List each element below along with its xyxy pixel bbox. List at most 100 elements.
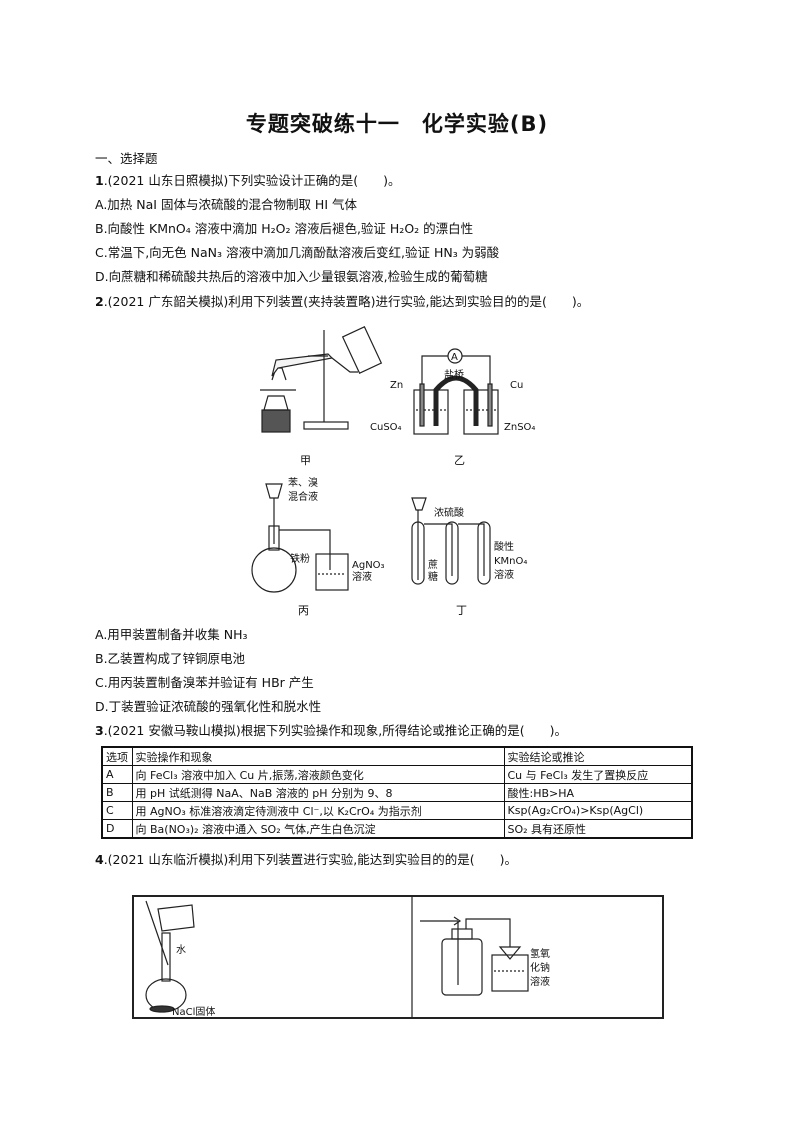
figure-frame <box>132 895 664 1019</box>
delivery-tube <box>331 357 358 373</box>
znso4-label: ZnSO₄ <box>504 422 535 433</box>
beaker-left <box>413 389 449 435</box>
table-cell: B <box>101 783 133 802</box>
flask-neck <box>161 932 171 982</box>
ding-funnel <box>411 497 427 511</box>
q4-apparatus-figure: 水 NaCl固体 氢氧 化钠 溶液 <box>132 895 664 1019</box>
q2-apparatus-figure: 甲 A 盐桥 Zn Cu CuSO₄ ZnSO₄ 乙 苯、溴 混合液 铁粉 Ag… <box>251 326 535 617</box>
table-row: D 向 Ba(NO₃)₂ 溶液中通入 SO₂ 气体,产生白色沉淀 SO₂ 具有还… <box>101 819 693 839</box>
q1-option-b: B.向酸性 KMnO₄ 溶液中滴加 H₂O₂ 溶液后褪色,验证 H₂O₂ 的漂白… <box>95 221 474 236</box>
naoh-label-2: 化钠 <box>530 961 550 974</box>
table-cell: D <box>101 819 133 839</box>
glass-rod <box>145 900 169 966</box>
cu-label: Cu <box>510 380 523 391</box>
question-2-stem: 2.(2021 广东韶关模拟)利用下列装置(夹持装置略)进行实验,能达到实验目的… <box>95 293 589 311</box>
agno3-label-2: 溶液 <box>352 570 372 583</box>
table-cell: SO₂ 具有还原性 <box>503 819 693 839</box>
question-text: 利用下列装置进行实验,能达到实验目的的是( )。 <box>228 852 517 867</box>
label-ding: 丁 <box>456 604 467 617</box>
salt-bridge-label: 盐桥 <box>444 368 464 381</box>
sucrose-label-1: 蔗 <box>428 559 438 571</box>
agno3-label-1: AgNO₃ <box>352 560 385 571</box>
question-number: 2 <box>95 294 104 309</box>
label-yi: 乙 <box>454 454 465 467</box>
stand-base <box>303 421 349 430</box>
benzene-bromine-label-1: 苯、溴 <box>288 476 318 489</box>
table-cell: A <box>101 765 133 784</box>
label-jia: 甲 <box>300 454 311 467</box>
dropping-funnel <box>265 483 283 499</box>
cuso4-label: CuSO₄ <box>370 422 402 433</box>
gas-bottle <box>441 938 483 996</box>
q2-option-c: C.用丙装置制备溴苯并验证有 HBr 产生 <box>95 675 314 690</box>
zn-electrode <box>419 383 425 427</box>
table-cell: Cu 与 FeCl₃ 发生了置换反应 <box>503 765 693 784</box>
table-row: C 用 AgNO₃ 标准溶液滴定待测液中 Cl⁻,以 K₂CrO₄ 为指示剂 K… <box>101 801 693 820</box>
test-tube <box>271 353 334 377</box>
table-cell: Ksp(Ag₂CrO₄)>Ksp(AgCl) <box>503 801 693 820</box>
label-bing: 丙 <box>298 604 309 617</box>
salt-bridge <box>433 375 479 426</box>
question-text: 根据下列实验操作和现象,所得结论或推论正确的是( )。 <box>240 723 567 738</box>
naoh-label-3: 溶液 <box>530 975 550 988</box>
iron-powder-label: 铁粉 <box>290 552 310 565</box>
table-cell: 用 pH 试纸测得 NaA、NaB 溶液的 pH 分别为 9、8 <box>131 783 505 802</box>
collecting-bottle <box>341 326 383 374</box>
q1-option-c: C.常温下,向无色 NaN₃ 溶液中滴加几滴酚酞溶液后变红,验证 HN₃ 为弱酸 <box>95 245 500 260</box>
kmno4-label-3: 溶液 <box>494 568 514 581</box>
ding-tube-3 <box>477 521 491 585</box>
question-source: .(2021 山东日照模拟) <box>103 173 229 188</box>
ding-tubes <box>417 510 485 580</box>
zn-label: Zn <box>390 380 403 391</box>
kmno4-label-1: 酸性 <box>494 540 514 553</box>
q3-results-table: 选项 实验操作和现象 实验结论或推论 A 向 FeCl₃ 溶液中加入 Cu 片,… <box>101 746 693 839</box>
water-label: 水 <box>176 944 186 956</box>
apparatus-bing: 苯、溴 混合液 铁粉 AgNO₃ 溶液 丙 <box>251 476 385 617</box>
ding-tube-2 <box>445 521 459 585</box>
table-cell: 向 FeCl₃ 溶液中加入 Cu 片,振荡,溶液颜色变化 <box>131 765 505 784</box>
beaker-right <box>463 389 499 435</box>
question-number: 3 <box>95 723 104 738</box>
question-number: 4 <box>95 852 104 867</box>
table-cell: 用 AgNO₃ 标准溶液滴定待测液中 Cl⁻,以 K₂CrO₄ 为指示剂 <box>131 801 505 820</box>
table-header: 实验结论或推论 <box>503 746 693 766</box>
q1-option-d: D.向蔗糖和稀硫酸共热后的溶液中加入少量银氨溶液,检验生成的葡萄糖 <box>95 269 488 284</box>
table-header: 实验操作和现象 <box>131 746 505 766</box>
bottle-stopper <box>451 928 473 940</box>
lamp <box>263 395 289 411</box>
table-cell: 酸性:HB>HA <box>503 783 693 802</box>
section-heading: 一、选择题 <box>95 151 158 166</box>
ammeter-label: A <box>451 352 458 363</box>
benzene-bromine-label-2: 混合液 <box>288 490 318 503</box>
question-number: 1 <box>95 173 104 188</box>
question-source: .(2021 山东临沂模拟) <box>103 852 229 867</box>
naoh-beaker <box>491 954 529 992</box>
arrow-head-icon <box>453 916 462 926</box>
question-source: .(2021 安徽马鞍山模拟) <box>103 723 241 738</box>
gas-tubes <box>457 918 511 985</box>
question-source: .(2021 广东韶关模拟) <box>103 294 229 309</box>
round-flask <box>251 547 297 593</box>
naoh-label-1: 氢氧 <box>530 947 550 960</box>
table-row: A 向 FeCl₃ 溶液中加入 Cu 片,振荡,溶液颜色变化 Cu 与 FeCl… <box>101 765 693 784</box>
q2-option-b: B.乙装置构成了锌铜原电池 <box>95 651 246 666</box>
kmno4-label-2: KMnO₄ <box>494 556 527 567</box>
conc-h2so4-label: 浓硫酸 <box>434 506 464 519</box>
table-cell: C <box>101 801 133 820</box>
beaker-pouring <box>157 904 195 932</box>
apparatus-jia: 甲 <box>260 326 383 467</box>
table-header-row: 选项 实验操作和现象 实验结论或推论 <box>101 746 693 766</box>
apparatus-ding: 浓硫酸 蔗 糖 酸性 KMnO₄ 溶液 丁 <box>411 497 527 617</box>
bing-beaker <box>315 553 349 591</box>
wooden-block <box>261 409 291 433</box>
question-4-stem: 4.(2021 山东临沂模拟)利用下列装置进行实验,能达到实验目的的是( )。 <box>95 851 517 869</box>
sucrose-label-2: 糖 <box>428 570 438 583</box>
volumetric-flask-setup: 水 NaCl固体 <box>145 900 215 1018</box>
inverted-funnel <box>498 946 522 960</box>
page-title: 专题突破练十一 化学实验(B) <box>245 112 549 136</box>
nacl-solid-label: NaCl固体 <box>172 1006 215 1018</box>
question-text: 下列实验设计正确的是( )。 <box>228 173 401 188</box>
q2-option-a: A.用甲装置制备并收集 NH₃ <box>95 627 248 642</box>
apparatus-yi: A 盐桥 Zn Cu CuSO₄ ZnSO₄ 乙 <box>370 348 535 467</box>
question-1-stem: 1.(2021 山东日照模拟)下列实验设计正确的是( )。 <box>95 172 400 190</box>
